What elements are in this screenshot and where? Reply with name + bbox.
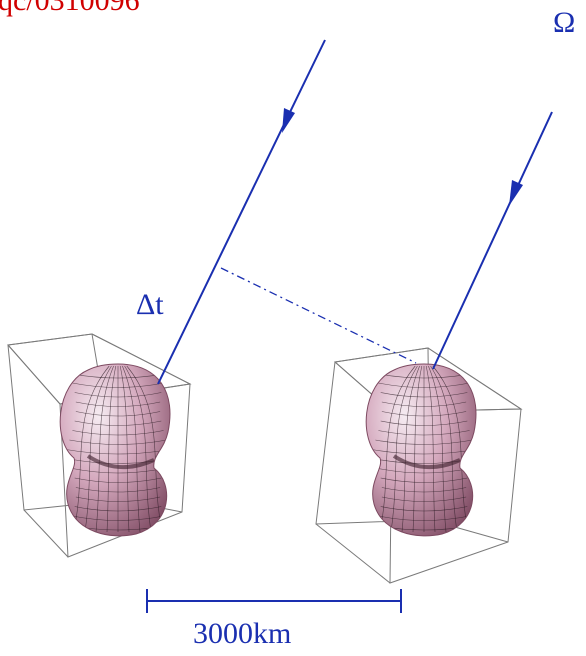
deformed-sphere-icon — [366, 364, 476, 536]
omega-label: Ω — [553, 6, 576, 39]
distance-label: 3000km — [193, 617, 292, 650]
reference-text: qc/0310096 — [0, 0, 140, 17]
right-detector — [315, 347, 523, 584]
distance-bracket — [146, 589, 402, 613]
arrowhead-icon — [282, 108, 295, 133]
arrowhead-icon — [509, 180, 523, 206]
delay-line — [220, 267, 417, 364]
left-detector — [7, 333, 192, 558]
deformed-sphere-icon — [60, 364, 170, 536]
incoming-ray-right — [432, 111, 553, 370]
incoming-ray-left — [157, 39, 326, 385]
delta-t-label: Δt — [136, 288, 164, 321]
